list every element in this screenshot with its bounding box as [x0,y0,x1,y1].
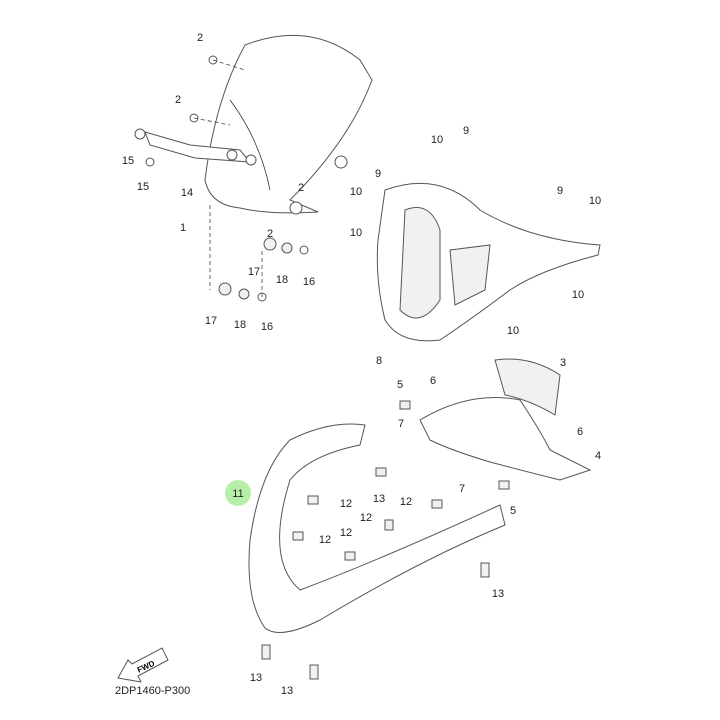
callout-16: 16 [303,276,315,288]
callout-18: 18 [276,274,288,286]
catalog-code: 2DP1460-P300 [115,685,191,697]
callout-17: 17 [248,266,260,278]
callout-1: 1 [180,222,186,234]
callout-13: 13 [281,685,293,697]
highlight-marker [225,480,251,506]
front-cover [248,423,506,633]
callout-10: 10 [572,289,584,301]
callout-15: 15 [137,181,149,193]
clips [261,400,510,680]
callout-13: 13 [250,672,262,684]
callout-12: 12 [340,498,352,510]
callout-4: 4 [595,450,601,462]
callout-3: 3 [560,357,566,369]
windscreen [204,34,373,214]
callout-13: 13 [373,493,385,505]
callout-17: 17 [205,315,217,327]
callout-6: 6 [577,426,583,438]
callout-2: 2 [175,94,181,106]
callout-12: 12 [360,512,372,524]
callout-15: 15 [122,155,134,167]
callout-5: 5 [510,505,516,517]
callout-7: 7 [459,483,465,495]
center-cover [419,358,592,481]
callout-16: 16 [261,321,273,333]
callout-13: 13 [492,588,504,600]
callout-10: 10 [507,325,519,337]
callout-10: 10 [589,195,601,207]
callout-2: 2 [298,182,304,194]
callout-9: 9 [557,185,563,197]
callout-11: 11 [232,488,243,500]
callout-2: 2 [197,32,203,44]
callout-9: 9 [375,168,381,180]
callout-12: 12 [400,496,412,508]
callout-12: 12 [340,527,352,539]
callout-7: 7 [398,418,404,430]
callout-10: 10 [431,134,443,146]
callout-6: 6 [430,375,436,387]
callout-10: 10 [350,227,362,239]
windscreen-bracket [134,128,257,167]
callout-14: 14 [181,187,193,199]
callout-10: 10 [350,186,362,198]
callout-2: 2 [267,228,273,240]
callout-5: 5 [397,379,403,391]
inner-panel [376,182,601,342]
callout-8: 8 [376,355,382,367]
callout-12: 12 [319,534,331,546]
fwd-arrow-icon: FWD [117,647,169,683]
callout-9: 9 [463,125,469,137]
callout-18: 18 [234,319,246,331]
